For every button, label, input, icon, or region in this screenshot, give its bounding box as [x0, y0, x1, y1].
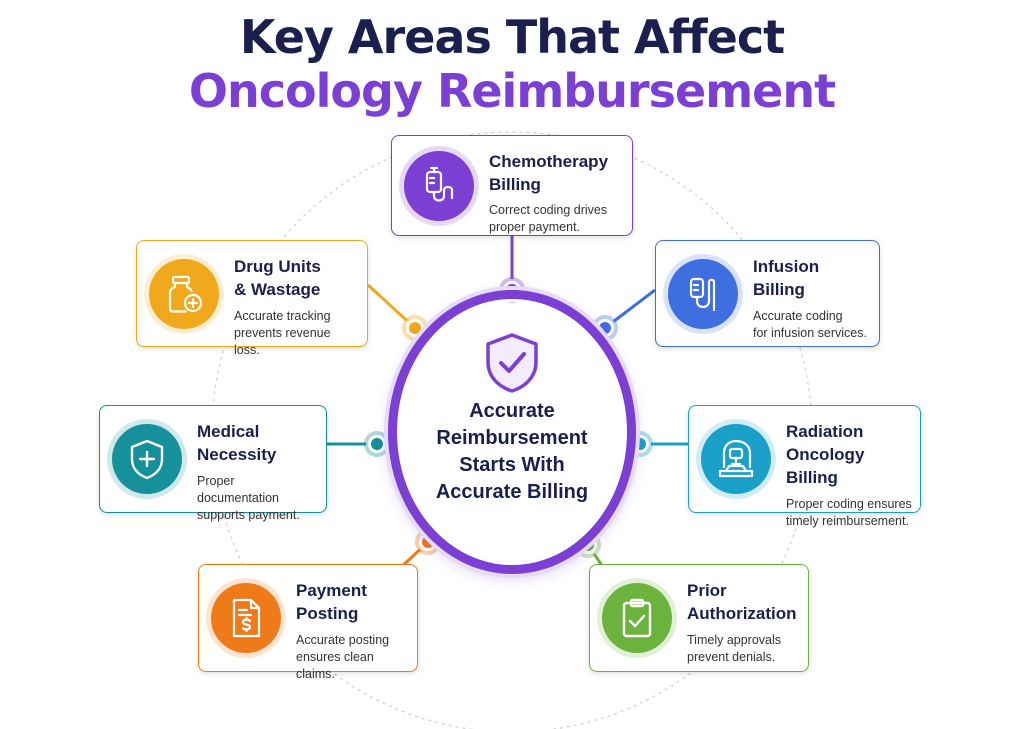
card-description-line: timely reimbursement. [786, 514, 909, 528]
card-title: Drug Units [234, 257, 321, 276]
center-text-line: Reimbursement [436, 427, 588, 449]
card-description-line: Accurate coding [753, 309, 843, 323]
card-title: Medical [197, 422, 260, 441]
iv-bag-icon [404, 150, 474, 221]
card-title: Oncology Billing [786, 445, 865, 487]
center-text: Accurate Reimbursement Starts With Accur… [405, 398, 619, 506]
card-description: Accurate coding for infusion services. [753, 308, 871, 342]
card-description: Proper documentation supports payment. [197, 473, 318, 524]
card-title: Prior [687, 581, 727, 600]
connector-dot [634, 438, 646, 450]
infusion-icon [668, 258, 738, 329]
card-medical-necessity: Medical Necessity Proper documentation s… [99, 405, 327, 522]
card-description-line: Accurate tracking [234, 309, 331, 323]
card-description-line: ensures clean claims. [296, 650, 374, 681]
card-title: Posting [296, 604, 359, 623]
card-description-line: prevent denials. [687, 650, 776, 664]
connector-dot [371, 438, 383, 450]
title-line-2: Oncology Reimbursement [188, 64, 836, 118]
card-description-line: supports payment. [197, 508, 300, 522]
card-description: Accurate tracking prevents revenue loss. [234, 308, 359, 359]
shield-check-icon [486, 333, 538, 393]
card-description: Accurate posting ensures clean claims. [296, 632, 409, 683]
card-description: Correct coding drives proper payment. [489, 202, 624, 236]
center-text-line: Accurate Billing [435, 481, 589, 503]
connector-dot [409, 322, 421, 334]
card-chemotherapy-billing: Chemotherapy Billing Correct coding driv… [391, 135, 633, 236]
card-title: Chemotherapy [489, 152, 609, 171]
connector-dot [599, 322, 611, 334]
card-radiation-oncology-billing: Radiation Oncology Billing Proper coding… [688, 405, 921, 528]
card-description-line: Proper coding ensures [786, 497, 912, 511]
card-drug-units-wastage: Drug Units & Wastage Accurate tracking p… [136, 240, 368, 357]
card-title: Billing [753, 280, 805, 299]
card-description-line: Correct coding drives [489, 203, 608, 217]
card-description-line: prevents revenue loss. [234, 326, 331, 357]
clipboard-check-icon [602, 583, 672, 653]
radiation-machine-icon [701, 424, 771, 494]
medicine-bottle-icon [149, 258, 219, 329]
card-title: & Wastage [234, 280, 321, 299]
card-payment-posting: Payment Posting Accurate posting ensures… [198, 564, 418, 681]
card-description-line: Proper documentation [197, 474, 280, 505]
center-ring [388, 290, 636, 574]
card-title: Billing [489, 175, 541, 194]
shield-cross-icon [112, 424, 182, 494]
card-infusion-billing: Infusion Billing Accurate coding for inf… [655, 240, 880, 347]
card-description: Timely approvals prevent denials. [687, 632, 800, 666]
card-description-line: Accurate posting [296, 633, 390, 647]
card-prior-authorization: Prior Authorization Timely approvals pre… [589, 564, 809, 672]
card-title: Payment [296, 581, 367, 600]
invoice-dollar-icon [211, 583, 281, 653]
center-text-line: Starts With [459, 454, 565, 476]
card-description-line: Timely approvals [687, 633, 782, 647]
card-description-line: proper payment. [489, 220, 581, 234]
title-line-1: Key Areas That Affect [239, 10, 785, 64]
card-title: Radiation [786, 422, 864, 441]
center-text-line: Accurate [469, 400, 555, 422]
card-title: Infusion [753, 257, 820, 276]
card-title: Necessity [197, 445, 277, 464]
card-description: Proper coding ensures timely reimburseme… [786, 496, 912, 530]
card-title: Authorization [687, 604, 797, 623]
card-description-line: for infusion services. [753, 326, 867, 340]
